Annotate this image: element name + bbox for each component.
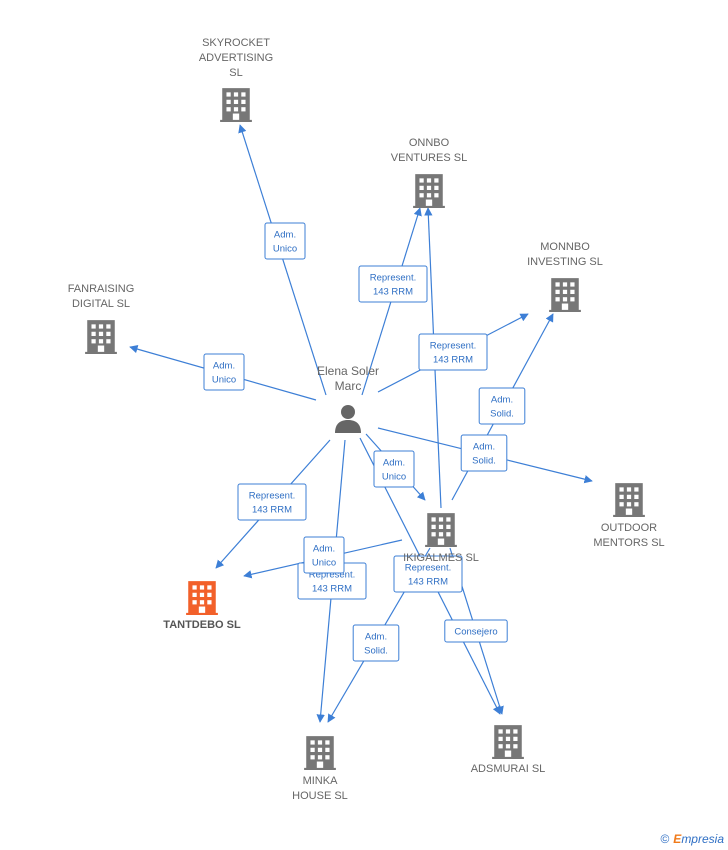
node-label: Elena Soler — [317, 364, 379, 378]
node-skyrocket[interactable]: SKYROCKET ADVERTISING SL — [199, 37, 273, 122]
edge-label-text: Unico — [382, 472, 406, 483]
edge-label-text: 143 RRM — [312, 584, 352, 595]
edge-label-text: Solid. — [490, 409, 514, 420]
edge-label-box — [478, 387, 526, 425]
building-icon — [425, 513, 457, 547]
building-icon — [413, 174, 445, 208]
node-label: SKYROCKET — [202, 37, 270, 49]
node-label: SL — [229, 67, 242, 79]
node-label: ONNBO — [409, 137, 450, 149]
edge-label-box — [303, 536, 345, 574]
edge-label-text: Adm. — [274, 230, 296, 241]
edge-label-person-to-fanraising[interactable]: Adm. Unico — [203, 353, 245, 391]
building-icon — [186, 581, 218, 615]
edge-label-text: Adm. — [473, 442, 495, 453]
edge-label-person-to-tantdebo[interactable]: Represent. 143 RRM — [237, 483, 307, 521]
node-label: ADSMURAI SL — [471, 763, 546, 775]
edge-line — [238, 124, 327, 396]
edge-label-box — [358, 265, 428, 303]
edge-label-text: Adm. — [365, 632, 387, 643]
node-label: MONNBO — [540, 241, 590, 253]
brand-initial: E — [673, 832, 682, 846]
node-label: DIGITAL SL — [72, 298, 130, 310]
node-ikigalmes[interactable]: IKIGALMES SL — [403, 513, 479, 564]
edge-label-box — [237, 483, 307, 521]
edge-label-box — [373, 450, 415, 488]
edge-label-person-to-outdoor[interactable]: Adm. Solid. — [460, 434, 508, 472]
node-label: OUTDOOR — [601, 522, 657, 534]
edge-label-box — [393, 555, 463, 593]
brand-name: mpresia — [681, 832, 724, 846]
edge-label-text: 143 RRM — [408, 577, 448, 588]
edge-label-box — [264, 222, 306, 260]
edge-label-text: Unico — [212, 375, 236, 386]
edge-label-ikigalmes-to-adsmurai[interactable]: Represent. 143 RRM — [393, 555, 463, 593]
edge-label-text: Represent. — [405, 563, 451, 574]
nodes-layer: SKYROCKET ADVERTISING SL ONNBO VENTURES SL MO… — [68, 37, 665, 802]
building-icon — [220, 88, 252, 122]
building-icon — [549, 278, 581, 312]
node-onnbo[interactable]: ONNBO VENTURES SL — [391, 137, 467, 208]
edge-label-text: Adm. — [491, 395, 513, 406]
edge-label-person-to-adsmurai[interactable]: Consejero — [444, 619, 508, 643]
node-label: IKIGALMES SL — [403, 552, 479, 564]
edge-label-person-to-ikigalmes[interactable]: Adm. Unico — [373, 450, 415, 488]
edge-label-text: Represent. — [370, 273, 416, 284]
node-monnbo[interactable]: MONNBO INVESTING SL — [527, 241, 603, 312]
edge-label-box — [444, 619, 508, 643]
edge-label-ikigalmes-to-monnbo[interactable]: Adm. Solid. — [478, 387, 526, 425]
person-icon — [335, 405, 361, 433]
building-icon — [613, 483, 645, 517]
edge-label-text: Adm. — [383, 458, 405, 469]
node-label: MENTORS SL — [593, 537, 664, 549]
building-icon — [304, 736, 336, 770]
edge-label-text: Consejero — [454, 627, 497, 638]
edge-label-text: 143 RRM — [252, 505, 292, 516]
node-label: FANRAISING — [68, 283, 135, 295]
edge-person-to-skyrocket — [238, 124, 327, 396]
edge-label-text: Unico — [273, 244, 297, 255]
node-tantdebo[interactable]: TANTDEBO SL — [163, 581, 241, 631]
edge-label-text: Solid. — [472, 456, 496, 467]
copyright-symbol: © — [660, 832, 670, 846]
edge-label-box — [460, 434, 508, 472]
edge-label-text: Adm. — [213, 361, 235, 372]
edge-label-person-to-monnbo[interactable]: Represent. 143 RRM — [418, 333, 488, 371]
edge-label-text: 143 RRM — [373, 287, 413, 298]
node-fanraising[interactable]: FANRAISING DIGITAL SL — [68, 283, 135, 354]
building-icon — [492, 725, 524, 759]
edge-label-box — [418, 333, 488, 371]
edge-label-text: Represent. — [309, 570, 355, 581]
edge-label-person-to-onnbo[interactable]: Represent. 143 RRM — [358, 265, 428, 303]
node-outdoor[interactable]: OUTDOOR MENTORS SL — [593, 483, 665, 549]
node-label: Marc — [335, 379, 362, 393]
node-minka[interactable]: MINKA HOUSE SL — [292, 736, 348, 802]
edge-label-text: Solid. — [364, 646, 388, 657]
edge-label-text: 143 RRM — [433, 355, 473, 366]
edge-label-person-to-skyrocket[interactable]: Adm. Unico — [264, 222, 306, 260]
edge-label-ikigalmes-to-minka[interactable]: Adm. Solid. — [352, 624, 400, 662]
node-label: TANTDEBO SL — [163, 619, 241, 631]
edge-label-text: Adm. — [313, 544, 335, 555]
edge-label-box — [352, 624, 400, 662]
edge-label-text: Represent. — [430, 341, 476, 352]
node-label: ADVERTISING — [199, 52, 273, 64]
node-adsmurai[interactable]: ADSMURAI SL — [471, 725, 546, 775]
node-label: HOUSE SL — [292, 790, 348, 802]
edge-label-box — [203, 353, 245, 391]
edge-label-text: Unico — [312, 558, 336, 569]
edge-label-text: Represent. — [249, 491, 295, 502]
node-label: MINKA — [303, 775, 339, 787]
footer-credit: ©Empresia — [660, 832, 724, 846]
node-label: INVESTING SL — [527, 256, 603, 268]
edge-label-ikigalmes-to-tantdebo[interactable]: Adm. Unico — [303, 536, 345, 574]
node-label: VENTURES SL — [391, 152, 467, 164]
building-icon — [85, 320, 117, 354]
